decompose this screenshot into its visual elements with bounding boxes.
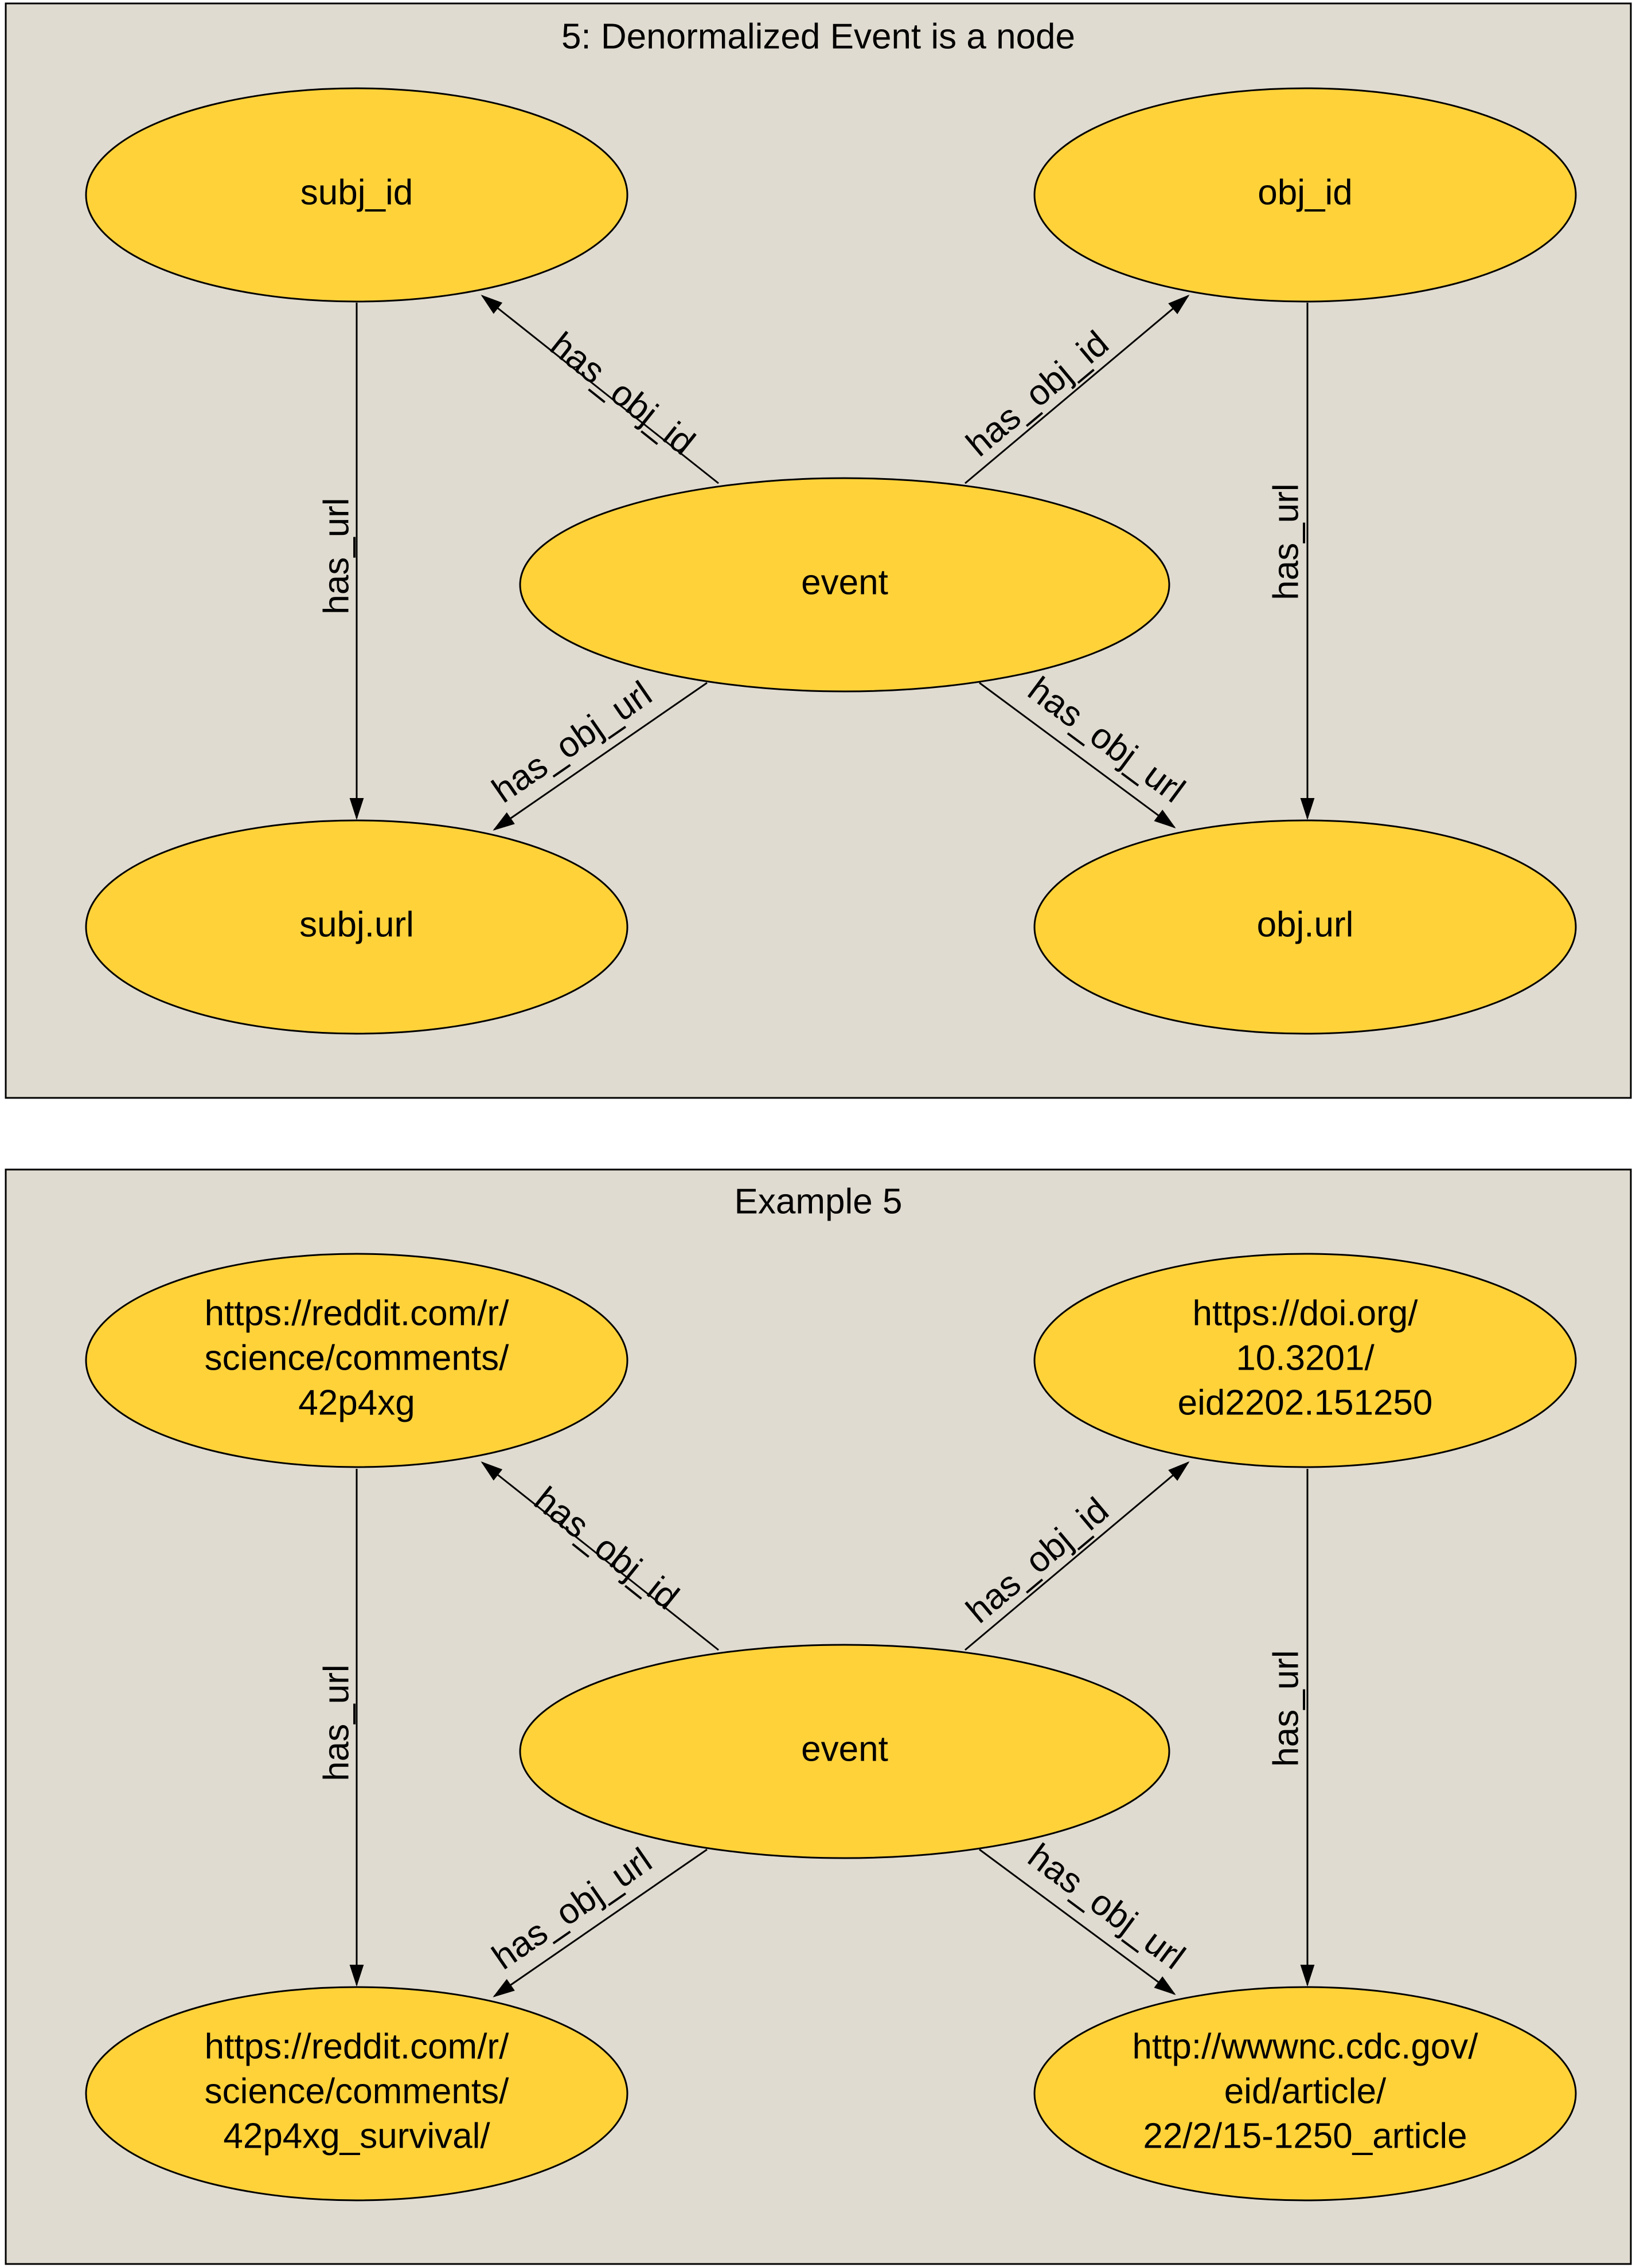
arrowhead-event-to-bottom-left	[493, 812, 515, 831]
node-label-line: eid2202.151250	[1178, 1383, 1433, 1422]
node-label-line: eid/article/	[1224, 2071, 1387, 2111]
panel-title: Example 5	[735, 1182, 903, 1221]
panel-title: 5: Denormalized Event is a node	[561, 17, 1075, 56]
node-bottom-right: obj.url	[1033, 819, 1577, 1035]
node-label-line: 22/2/15-1250_article	[1143, 2116, 1467, 2156]
node-ellipse	[85, 1253, 628, 1468]
edge-label-right-vertical: has_url	[1266, 1650, 1306, 1766]
edge-label-left-vertical: has_url	[317, 498, 356, 614]
edge-event-to-bottom-right	[979, 1848, 1175, 1995]
node-bottom-left: https://reddit.com/r/science/comments/42…	[85, 1986, 628, 2201]
arrowhead-left-vertical	[349, 798, 364, 820]
node-event: event	[519, 1644, 1170, 1859]
node-ellipse	[1033, 819, 1577, 1035]
node-label-line: event	[801, 562, 888, 602]
edge-label-right-vertical: has_url	[1266, 483, 1306, 600]
node-ellipse	[1033, 1986, 1577, 2201]
arrowhead-event-to-top-right	[1168, 1461, 1190, 1481]
arrowhead-event-to-top-left	[481, 1461, 503, 1481]
edge-event-to-top-left	[482, 295, 719, 484]
node-label-line: https://reddit.com/r/	[205, 2027, 509, 2066]
node-label-line: 42p4xg_survival/	[223, 2116, 490, 2156]
node-label-line: https://reddit.com/r/	[205, 1293, 509, 1333]
arrowhead-event-to-bottom-right	[1154, 1976, 1176, 1995]
edge-event-to-top-right	[965, 295, 1189, 484]
node-top-left: subj_id	[85, 87, 628, 303]
node-top-left: https://reddit.com/r/science/comments/42…	[85, 1253, 628, 1468]
node-label-line: science/comments/	[205, 1338, 509, 1378]
edge-event-to-bottom-left	[494, 682, 708, 831]
node-label-line: subj.url	[299, 905, 414, 944]
node-label-line: subj_id	[300, 173, 413, 212]
node-top-right: https://doi.org/10.3201/eid2202.151250	[1033, 1253, 1577, 1468]
node-ellipse	[519, 477, 1170, 693]
node-ellipse	[85, 87, 628, 303]
arrowhead-event-to-bottom-left	[493, 1978, 515, 1997]
node-ellipse	[1033, 1253, 1577, 1468]
node-ellipse	[519, 1644, 1170, 1859]
node-label-line: http://wwwnc.cdc.gov/	[1132, 2027, 1478, 2066]
edge-event-to-bottom-right	[979, 682, 1175, 828]
edge-event-to-bottom-left	[494, 1848, 708, 1997]
node-top-right: obj_id	[1033, 87, 1577, 303]
node-label-line: 42p4xg	[298, 1383, 415, 1422]
node-ellipse	[85, 1986, 628, 2201]
node-ellipse	[85, 819, 628, 1035]
node-label-line: obj_id	[1258, 173, 1352, 212]
arrowhead-left-vertical	[349, 1965, 364, 1987]
node-bottom-left: subj.url	[85, 819, 628, 1035]
arrowhead-event-to-top-left	[481, 294, 503, 314]
arrowhead-right-vertical	[1300, 798, 1315, 820]
arrowhead-right-vertical	[1300, 1965, 1315, 1987]
node-ellipse	[1033, 87, 1577, 303]
edge-label-left-vertical: has_url	[317, 1664, 356, 1781]
diagram-panel-1: 5: Denormalized Event is a nodehas_obj_i…	[5, 2, 1632, 1099]
node-label-line: 10.3201/	[1236, 1338, 1375, 1378]
arrowhead-event-to-bottom-right	[1154, 810, 1176, 828]
node-bottom-right: http://wwwnc.cdc.gov/eid/article/22/2/15…	[1033, 1986, 1577, 2201]
node-label-line: https://doi.org/	[1193, 1293, 1419, 1333]
node-label-line: science/comments/	[205, 2071, 509, 2111]
node-event: event	[519, 477, 1170, 693]
node-label-line: obj.url	[1257, 905, 1354, 944]
node-label-line: event	[801, 1729, 888, 1769]
edge-event-to-top-left	[482, 1461, 719, 1651]
arrowhead-event-to-top-right	[1168, 294, 1190, 314]
edge-event-to-top-right	[965, 1461, 1189, 1651]
